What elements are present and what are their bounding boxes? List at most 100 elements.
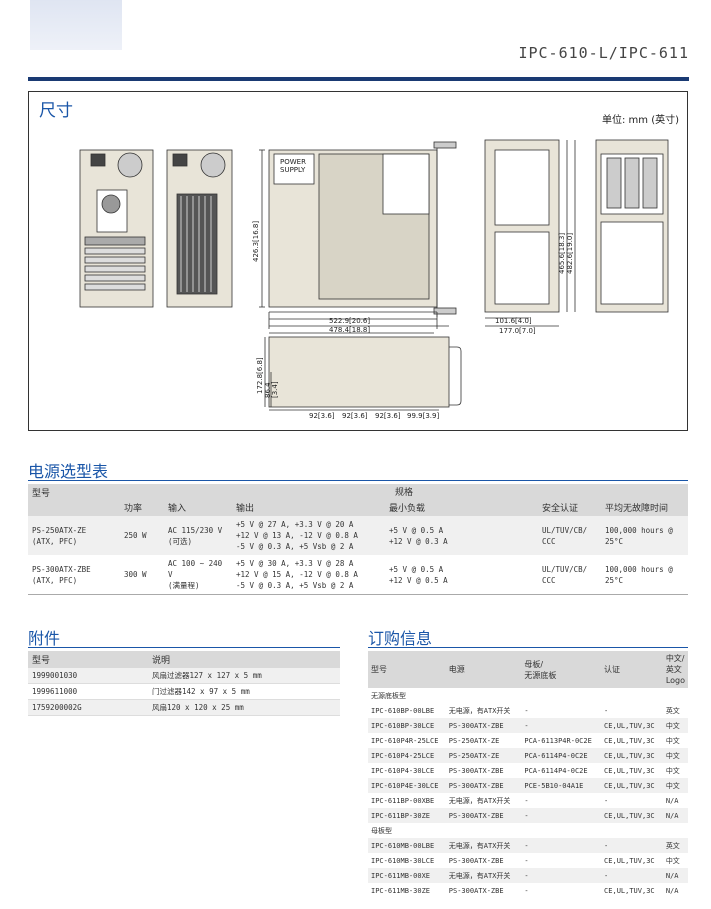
th-cert: 安全认证	[538, 499, 601, 516]
ord-cert: CE,UL,TUV,3C	[601, 748, 663, 763]
dimensions-panel: 尺寸 单位: mm (英寸)	[28, 91, 688, 431]
cert: UL/TUV/CB/	[542, 525, 588, 535]
ord-cert: -	[601, 868, 663, 883]
ord-psu: PS-300ATX-ZBE	[445, 808, 522, 823]
input-note: (满量程)	[168, 581, 200, 590]
ord-board: -	[521, 703, 602, 718]
ord-logo: N/A	[662, 808, 688, 823]
th-ord-board-2: 无源底板	[524, 670, 557, 680]
power: 250 W	[120, 516, 164, 555]
power-supply-label-1: POWER	[280, 158, 306, 166]
group-label: 母板型	[368, 823, 688, 838]
cert: UL/TUV/CB/	[542, 564, 588, 574]
th-ord-psu: 电源	[445, 651, 522, 688]
dim-p3: 92[3.6]	[375, 412, 401, 420]
model: PS-300ATX-ZBE	[32, 564, 91, 574]
acc-desc: 风扇过滤器127 x 127 x 5 mm	[148, 668, 340, 684]
power-supply-label-2: SUPPLY	[280, 166, 306, 174]
accessories-title: 附件	[28, 629, 61, 648]
header-rule	[28, 77, 689, 81]
ord-cert: CE,UL,TUV,3C	[601, 853, 663, 868]
ord-logo: N/A	[662, 793, 688, 808]
ord-psu: 无电源，有ATX开关	[445, 793, 522, 808]
th-mtbf: 平均无故障时间	[601, 499, 688, 516]
table-row: PS-300ATX-ZBE(ATX, PFC) 300 W AC 100 ~ 2…	[28, 555, 688, 595]
ord-psu: 无电源，有ATX开关	[445, 703, 522, 718]
ord-psu: PS-250ATX-ZE	[445, 748, 522, 763]
dim-p1: 92[3.6]	[309, 412, 335, 420]
ord-cert: CE,UL,TUV,3C	[601, 733, 663, 748]
ord-board: -	[521, 808, 602, 823]
ord-logo: N/A	[662, 883, 688, 898]
ord-board: -	[521, 718, 602, 733]
ord-logo: 中文	[662, 718, 688, 733]
accessories-rule	[28, 647, 340, 648]
ord-model: IPC-610P4R-25LCE	[368, 733, 446, 748]
ord-psu: PS-250ATX-ZE	[445, 733, 522, 748]
ord-psu: 无电源，有ATX开关	[445, 868, 522, 883]
acc-desc: 门过滤器142 x 97 x 5 mm	[148, 683, 340, 700]
acc-model: 1759200002G	[28, 699, 148, 716]
front-view-611	[595, 139, 669, 313]
min-load: +5 V @ 0.5 A	[389, 564, 444, 574]
unit-label: 单位: mm (英寸)	[601, 115, 679, 126]
ordering-rule	[368, 647, 688, 648]
ord-logo: 中文	[662, 778, 688, 793]
mtbf: 100,000 hours @ 25°C	[601, 516, 688, 555]
rear-view-610	[79, 149, 154, 308]
th-model: 型号	[28, 484, 120, 516]
dim-177: 177.0[7.0]	[499, 327, 536, 335]
th-ord-model: 型号	[368, 651, 446, 688]
ord-cert: CE,UL,TUV,3C	[601, 718, 663, 733]
acc-model: 1999001030	[28, 668, 148, 684]
dim-482: 482.6[19.0]	[566, 233, 574, 274]
power-section-rule	[28, 480, 688, 481]
dim-86b: [3.4]	[271, 381, 279, 398]
ord-model: IPC-611MB-30ZE	[368, 883, 446, 898]
model: PS-250ATX-ZE	[32, 525, 87, 535]
front-view-610	[484, 139, 576, 327]
mtbf: 100,000 hours @ 25°C	[601, 555, 688, 595]
ord-logo: 英文	[662, 838, 688, 853]
ord-psu: PS-300ATX-ZBE	[445, 778, 522, 793]
dim-465: 465.6[18.3]	[558, 233, 566, 274]
power-spec-table: 型号 规格 功率 输入 输出 最小负载 安全认证 平均无故障时间 PS-250A…	[28, 484, 688, 595]
group-label: 无源底板型	[368, 688, 688, 703]
ord-model: IPC-611MB-00XE	[368, 868, 446, 883]
min-load: +12 V @ 0.3 A	[389, 536, 448, 546]
ord-logo: 中文	[662, 853, 688, 868]
ord-cert: -	[601, 793, 663, 808]
th-power: 功率	[120, 499, 164, 516]
ord-logo: N/A	[662, 868, 688, 883]
ord-model: IPC-611BP-00XBE	[368, 793, 446, 808]
ord-logo: 中文	[662, 733, 688, 748]
cert: CCC	[542, 536, 556, 546]
ord-cert: CE,UL,TUV,3C	[601, 778, 663, 793]
rear-view-611	[166, 149, 233, 308]
input: AC 100 ~ 240 V	[168, 559, 223, 579]
dimension-drawing-svg: POWER SUPPLY 426.3[16.8] 465.6[18.3] 482…	[79, 139, 669, 420]
dim-86: 86.4	[264, 382, 272, 398]
ord-cert: -	[601, 838, 663, 853]
ord-board: PCE-5B10-04A1E	[521, 778, 602, 793]
ord-board: PCA-6113P4R-0C2E	[521, 733, 602, 748]
th-output: 输出	[232, 499, 385, 516]
dim-522: 522.9[20.6]	[329, 317, 370, 325]
output: -5 V @ 0.3 A, +5 Vsb @ 2 A	[236, 542, 354, 551]
dim-101: 101.6[4.0]	[495, 317, 532, 325]
model-type: (ATX, PFC)	[32, 536, 78, 546]
th-acc-model: 型号	[28, 651, 148, 668]
th-acc-desc: 说明	[148, 651, 340, 668]
ord-model: IPC-610P4E-30LCE	[368, 778, 446, 793]
ord-model: IPC-610MB-30LCE	[368, 853, 446, 868]
output: +12 V @ 13 A, -12 V @ 0.8 A	[236, 531, 358, 540]
